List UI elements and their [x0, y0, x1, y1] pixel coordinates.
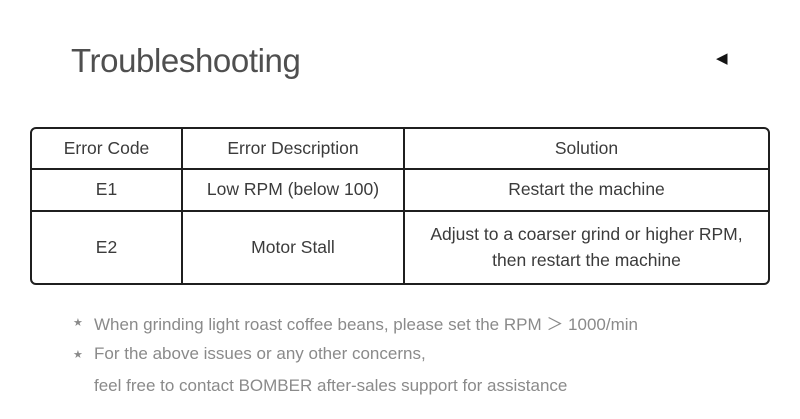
footnotes: ★ When grinding light roast coffee beans… [73, 306, 638, 402]
table-cell-solution-e2: Adjust to a coarser grind or higher RPM,… [405, 212, 768, 283]
solution-line-1: Adjust to a coarser grind or higher RPM, [430, 224, 743, 245]
table-cell-code-e2: E2 [32, 212, 183, 283]
note-support: ★ For the above issues or any other conc… [73, 338, 638, 370]
star-bullet-icon: ★ [73, 316, 83, 329]
note-rpm: ★ When grinding light roast coffee beans… [73, 306, 638, 338]
solution-line-2: then restart the machine [492, 249, 681, 270]
table-cell-solution-e1: Restart the machine [405, 170, 768, 212]
table-cell-description-e2: Motor Stall [183, 212, 405, 283]
note-support-continued: feel free to contact BOMBER after-sales … [73, 370, 638, 402]
table-header-error-description: Error Description [183, 129, 405, 170]
previous-page-icon[interactable]: ◀ [716, 50, 728, 67]
star-bullet-icon: ★ [73, 348, 83, 361]
table-header-solution: Solution [405, 129, 768, 170]
table-header-error-code: Error Code [32, 129, 183, 170]
table-cell-code-e1: E1 [32, 170, 183, 212]
note-support-text-line1: For the above issues or any other concer… [94, 344, 426, 363]
note-rpm-text: When grinding light roast coffee beans, … [94, 314, 638, 334]
table-cell-description-e1: Low RPM (below 100) [183, 170, 405, 212]
error-code-table: Error Code Error Description Solution E1… [30, 127, 770, 285]
page-title: Troubleshooting [71, 42, 301, 79]
note-support-text-line2: feel free to contact BOMBER after-sales … [94, 376, 568, 395]
